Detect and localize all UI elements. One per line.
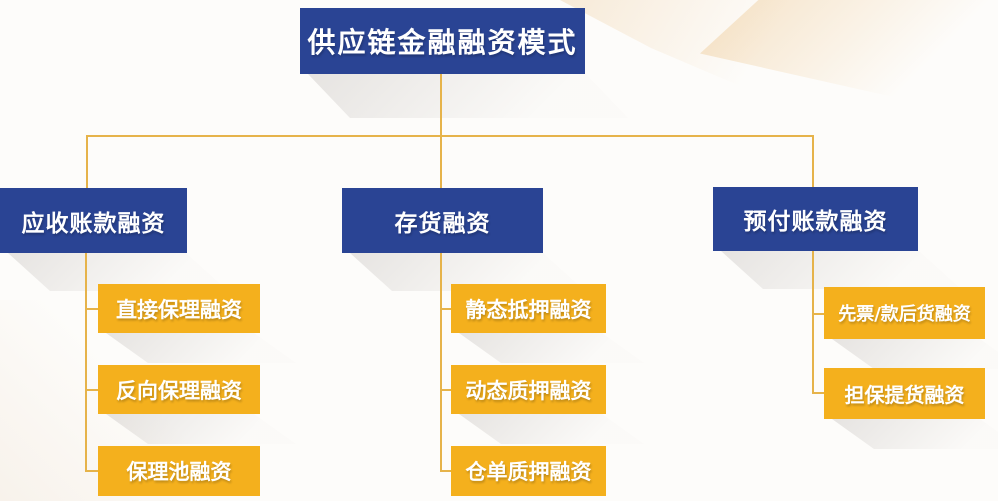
branch-node-label: 应收账款融资 [21, 210, 166, 237]
box-shadow [832, 339, 998, 369]
title-node: 供应链金融融资模式 [300, 8, 585, 74]
leaf-node: 保理池融资 [98, 446, 260, 496]
leaf-node: 反向保理融资 [98, 365, 260, 414]
leaf-node-label: 静态抵押融资 [465, 297, 592, 322]
leaf-node: 仓单质押融资 [451, 446, 606, 496]
connector-line [440, 253, 442, 472]
leaf-node: 先票/款后货融资 [824, 287, 985, 339]
connector-line [86, 135, 814, 137]
branch-node-prepayment: 预付账款融资 [713, 187, 918, 251]
leaf-node-label: 仓单质押融资 [465, 460, 592, 484]
leaf-node-label: 保理池融资 [126, 460, 232, 484]
connector-line [440, 308, 451, 310]
leaf-node: 担保提货融资 [824, 368, 985, 419]
leaf-node-label: 动态质押融资 [465, 378, 592, 403]
box-shadow [106, 333, 296, 363]
leaf-node-label: 先票/款后货融资 [838, 304, 971, 325]
connector-line [440, 389, 451, 391]
box-shadow [459, 414, 644, 444]
leaf-node-label: 反向保理融资 [116, 378, 242, 403]
title-node-label: 供应链金融融资模式 [307, 26, 578, 59]
box-shadow [721, 251, 961, 289]
leaf-node: 直接保理融资 [98, 284, 260, 333]
connector-line [812, 392, 824, 394]
leaf-node-label: 直接保理融资 [116, 297, 242, 322]
box-shadow [106, 414, 296, 444]
connector-line [85, 308, 98, 310]
branch-node-accounts-receivable: 应收账款融资 [0, 188, 187, 253]
connector-line [440, 135, 442, 188]
branch-node-label: 存货融资 [394, 210, 491, 237]
branch-node-label: 预付账款融资 [743, 209, 888, 235]
connector-line [85, 389, 98, 391]
connector-line [812, 135, 814, 187]
connector-line [85, 253, 87, 472]
branch-node-inventory: 存货融资 [342, 188, 543, 253]
box-shadow [459, 333, 644, 363]
connector-line [85, 470, 98, 472]
leaf-node-label: 担保提货融资 [844, 383, 965, 407]
connector-line [86, 135, 88, 188]
box-shadow [308, 74, 628, 118]
background-accent [560, 0, 820, 120]
connector-line [812, 251, 814, 394]
leaf-node: 静态抵押融资 [451, 284, 606, 333]
leaf-node: 动态质押融资 [451, 365, 606, 414]
box-shadow [832, 419, 998, 449]
connector-line [812, 313, 824, 315]
connector-line [440, 74, 442, 135]
background-accent [700, 0, 998, 130]
connector-line [440, 470, 451, 472]
